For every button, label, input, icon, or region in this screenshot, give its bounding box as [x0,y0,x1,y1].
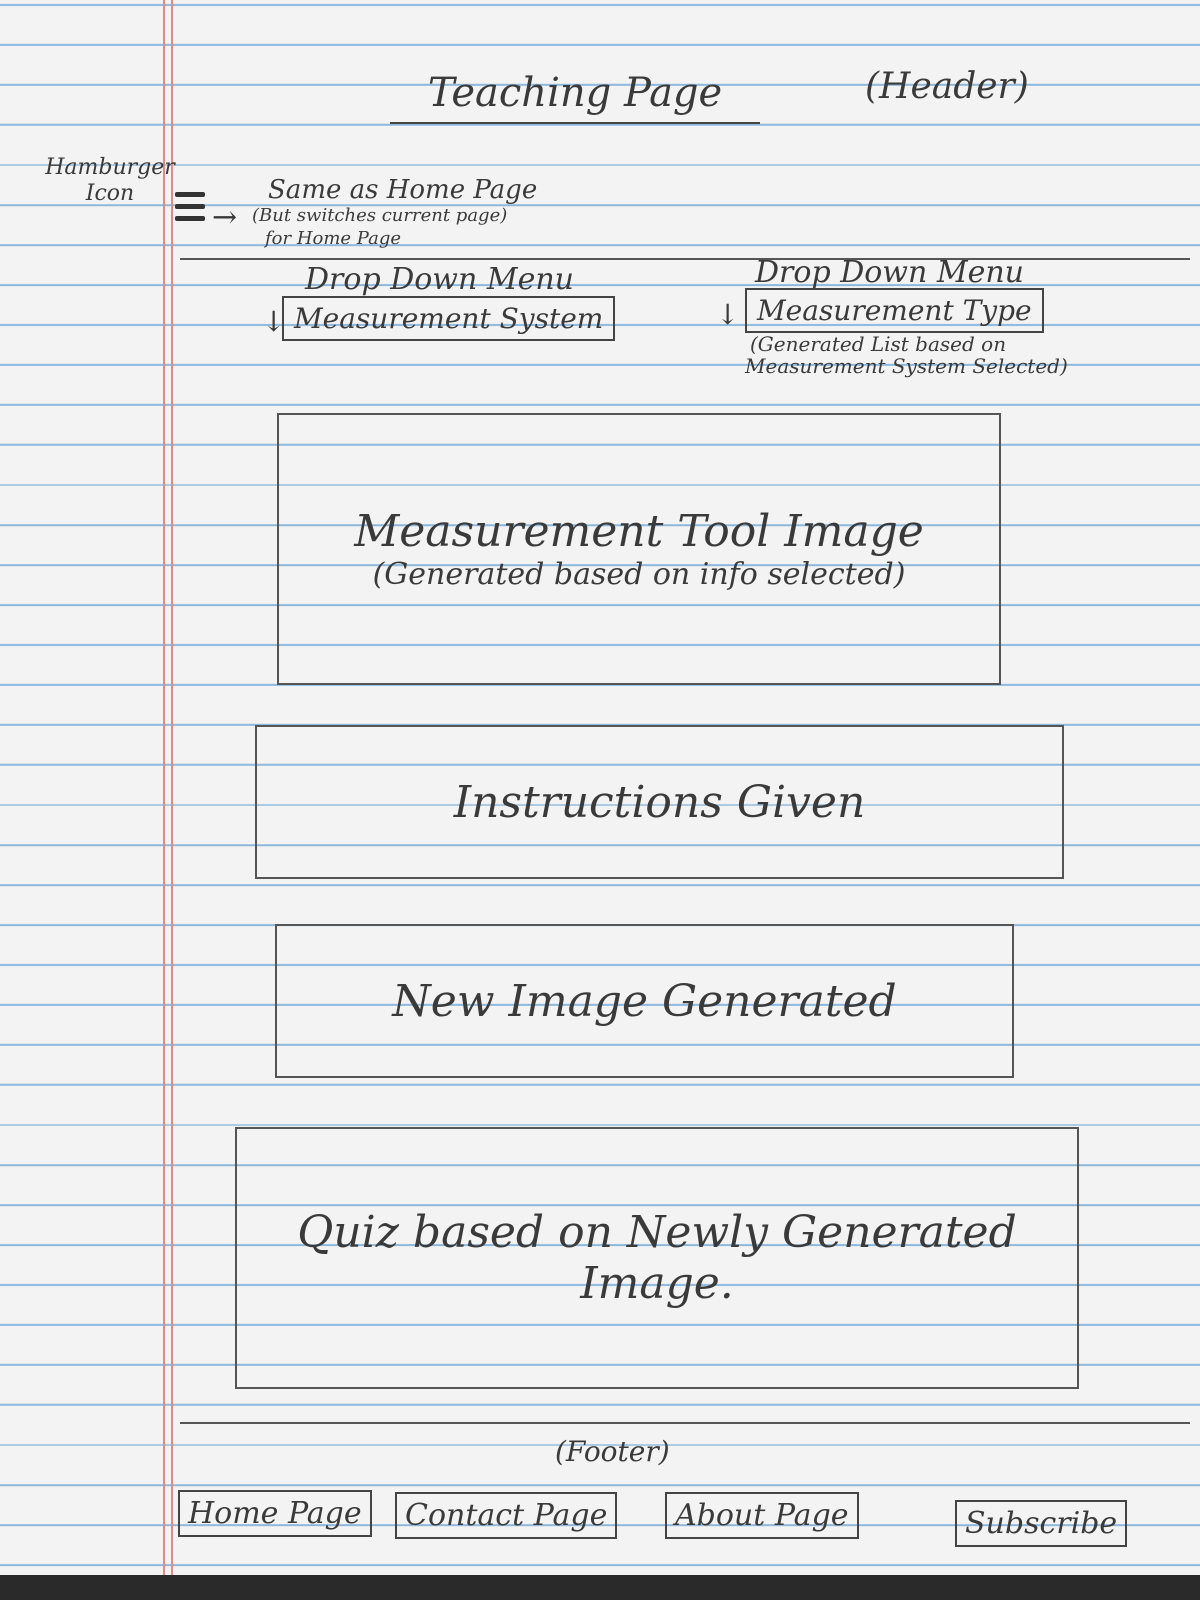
instructions-panel: Instructions Given [255,725,1064,879]
hamburger-note: Same as Home Page [268,175,538,205]
margin-line [171,0,173,1575]
dropdown-type-annotation: Drop Down Menu [755,255,1024,290]
footer-link-about[interactable]: About Page [665,1492,859,1539]
quiz-panel[interactable]: Quiz based on Newly Generated Image. [235,1127,1079,1389]
chevron-down-icon: ↓ [716,298,740,331]
hamburger-note-detail: for Home Page [265,228,402,249]
footer-annotation: (Footer) [555,1435,670,1468]
header-annotation: (Header) [865,66,1029,107]
hamburger-note-detail: (But switches current page) [252,205,508,226]
new-image-text: New Image Generated [392,975,897,1027]
table-surface [0,1575,1200,1600]
dropdown-type-note: Measurement System Selected) [745,354,1068,378]
hamburger-menu-icon[interactable] [175,192,205,228]
footer-link-subscribe[interactable]: Subscribe [955,1500,1128,1547]
footer-link-contact[interactable]: Contact Page [395,1492,618,1539]
footer-divider [180,1422,1190,1424]
dropdown-system-annotation: Drop Down Menu [305,262,574,297]
margin-line [163,0,165,1575]
instructions-text: Instructions Given [453,776,866,828]
header-divider [180,258,1190,260]
tool-image-subtitle: (Generated based on info selected) [372,557,906,592]
quiz-text: Quiz based on Newly Generated [297,1207,1017,1258]
arrow-right-icon: → [212,200,238,235]
dropdown-type-note: (Generated List based on [750,332,1007,356]
hamburger-annotation: Hamburger Icon [45,155,175,206]
measurement-type-dropdown[interactable]: Measurement Type [745,288,1044,333]
measurement-tool-image: Measurement Tool Image (Generated based … [277,413,1001,685]
footer-link-home[interactable]: Home Page [178,1490,372,1537]
new-image-panel: New Image Generated [275,924,1014,1078]
quiz-text: Image. [580,1258,734,1309]
tool-image-title: Measurement Tool Image [354,506,924,557]
chevron-down-icon: ↓ [262,305,286,338]
page-title: Teaching Page [390,70,760,124]
measurement-system-dropdown[interactable]: Measurement System [282,296,616,341]
